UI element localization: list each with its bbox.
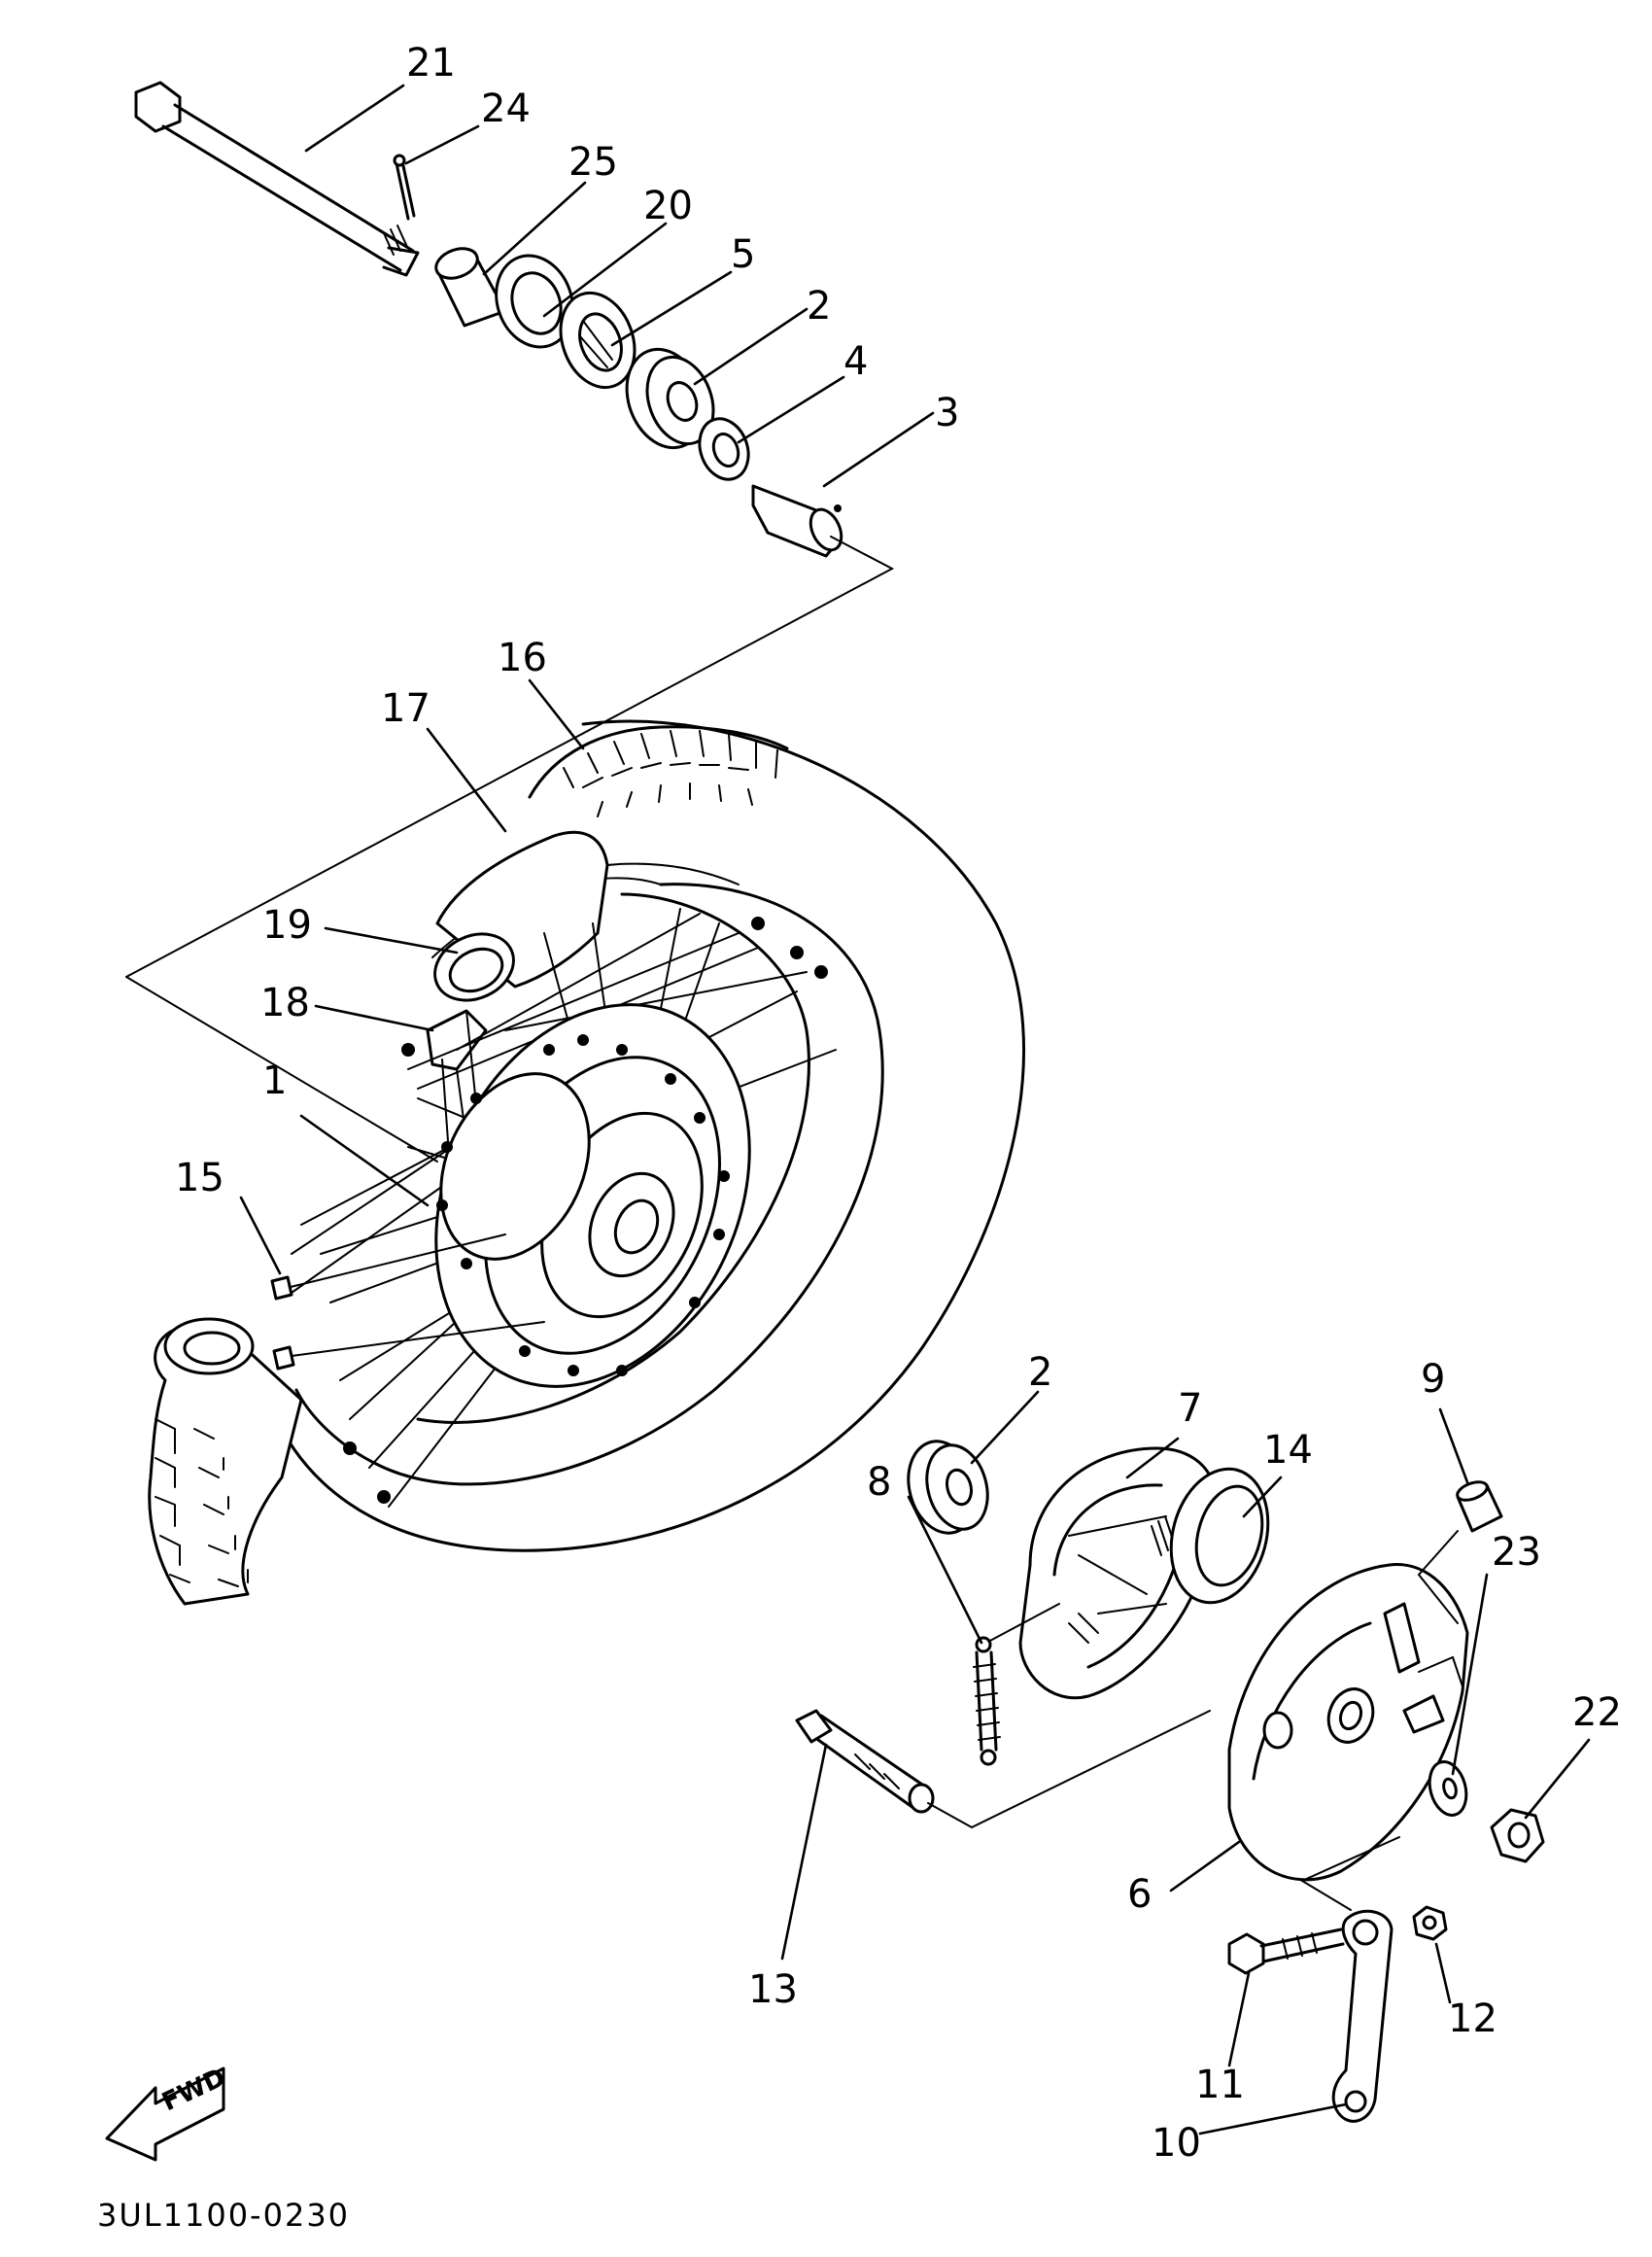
- arm-nut: [1412, 1905, 1448, 1941]
- assembly-line-cap: [1417, 1530, 1459, 1624]
- callout-13: 13: [748, 1967, 798, 2012]
- assembly-line-cam: [927, 1710, 1211, 1829]
- callout-14: 14: [1263, 1428, 1313, 1473]
- assembly-line-tube: [125, 976, 438, 1163]
- callout-23: 23: [1492, 1530, 1541, 1575]
- callout-3: 3: [935, 391, 959, 435]
- callout-8: 8: [867, 1460, 891, 1505]
- callout-25: 25: [568, 140, 618, 185]
- axle-shaft: [134, 81, 420, 277]
- callout-15: 15: [175, 1156, 224, 1200]
- callout-16: 16: [498, 636, 547, 680]
- bearing-top: [625, 347, 715, 450]
- callout-9: 9: [1421, 1357, 1445, 1402]
- callout-11: 11: [1195, 2063, 1245, 2107]
- callout-21: 21: [406, 41, 456, 86]
- spoke-loose: [270, 1233, 545, 1371]
- oil-seal-lower: [1169, 1467, 1270, 1605]
- diagram-code: 3UL1100-0230: [97, 2197, 350, 2234]
- inner-tube: [433, 830, 609, 1002]
- callout-10: 10: [1152, 2121, 1201, 2166]
- forward-arrow-icon: FWD: [105, 2063, 230, 2162]
- arm-bolt: [1227, 1927, 1345, 1975]
- oil-seal-left: [495, 254, 574, 349]
- spacer-tube: [751, 484, 843, 558]
- brake-spring: [973, 1603, 1060, 1766]
- callout-20: 20: [643, 184, 693, 228]
- callout-5: 5: [731, 232, 755, 277]
- callout-4: 4: [843, 339, 868, 384]
- bearing-small: [698, 417, 750, 481]
- brake-shoes: [1018, 1446, 1217, 1700]
- spoke-nipples: [343, 917, 828, 1504]
- tire-section-cut: [148, 1317, 303, 1606]
- callout-2-top: 2: [807, 284, 831, 329]
- leader-lines: [239, 84, 1591, 2135]
- tire-tread-top: [528, 725, 789, 817]
- hub: [434, 1003, 751, 1388]
- collar-left: [434, 247, 507, 328]
- callout-6: 6: [1127, 1872, 1152, 1917]
- assembly-line-axle: [125, 536, 895, 978]
- axle-nut: [1490, 1808, 1545, 1863]
- callout-7: 7: [1178, 1386, 1202, 1431]
- callout-1: 1: [262, 1059, 287, 1103]
- plug-cap: [1456, 1480, 1503, 1533]
- callout-17: 17: [381, 686, 430, 731]
- callouts: 21 24 25 20 5 2 4 3 16 17 19 18 1 15 2 7…: [175, 41, 1622, 2166]
- callout-12: 12: [1448, 1997, 1497, 2041]
- cotter-pin: [393, 154, 416, 221]
- callout-24: 24: [481, 87, 531, 131]
- brake-plate: [1227, 1563, 1469, 1882]
- camshaft: [795, 1709, 935, 1814]
- spacer-flange: [559, 291, 637, 390]
- bearing-lower: [907, 1440, 989, 1535]
- callout-2-lower: 2: [1028, 1350, 1052, 1395]
- assembly-line-arm: [1299, 1836, 1400, 1911]
- brake-arm: [1331, 1909, 1394, 2123]
- hub-spoke-holes: [436, 1034, 730, 1376]
- washer: [1428, 1760, 1468, 1817]
- callout-22: 22: [1572, 1690, 1622, 1735]
- callout-18: 18: [260, 981, 310, 1025]
- callout-19: 19: [262, 903, 312, 948]
